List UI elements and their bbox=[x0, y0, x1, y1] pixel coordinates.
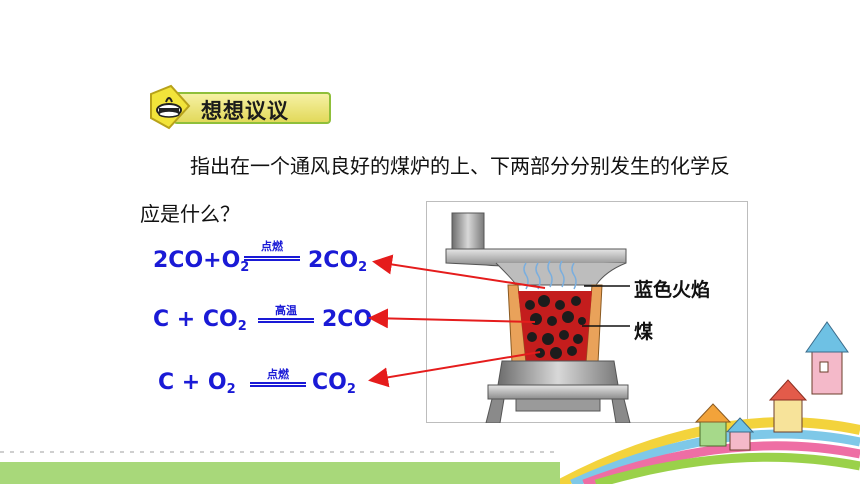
equation-3-equals bbox=[250, 382, 306, 387]
coal-stove-illustration bbox=[445, 212, 631, 423]
badge-title: 想想议议 bbox=[201, 99, 289, 123]
equation-3-condition: 点燃 bbox=[267, 368, 289, 381]
stove-body bbox=[497, 360, 619, 386]
equation-1-equals bbox=[244, 256, 300, 261]
equation-2-right: 2CO bbox=[322, 307, 373, 332]
coal-bed bbox=[518, 291, 592, 361]
equation-2-left: C + CO2 bbox=[153, 307, 247, 334]
stove-base bbox=[487, 384, 629, 400]
coal-lumps-icon bbox=[525, 295, 586, 359]
equation-2-condition: 高温 bbox=[275, 304, 297, 317]
chimney-pipe bbox=[451, 212, 485, 252]
title-badge: 想想议议 bbox=[145, 84, 333, 130]
title-badge-bar bbox=[173, 92, 331, 124]
equation-2-equals bbox=[258, 318, 314, 323]
coal-label: 煤 bbox=[634, 321, 654, 343]
rainbow-decoration bbox=[557, 417, 860, 484]
equation-1-left: 2CO+O2 bbox=[153, 248, 250, 275]
flame-label: 蓝色火焰 bbox=[634, 279, 711, 301]
equation-3-right: CO2 bbox=[312, 370, 356, 397]
pot-lid-icon bbox=[150, 84, 191, 130]
equation-1-right: 2CO2 bbox=[308, 248, 368, 275]
question-text: 指出在一个通风良好的煤炉的上、下两部分分别发生的化学反应是什么？ bbox=[140, 154, 730, 226]
equation-1-condition: 点燃 bbox=[261, 240, 283, 253]
equation-3-left: C + O2 bbox=[158, 370, 236, 397]
